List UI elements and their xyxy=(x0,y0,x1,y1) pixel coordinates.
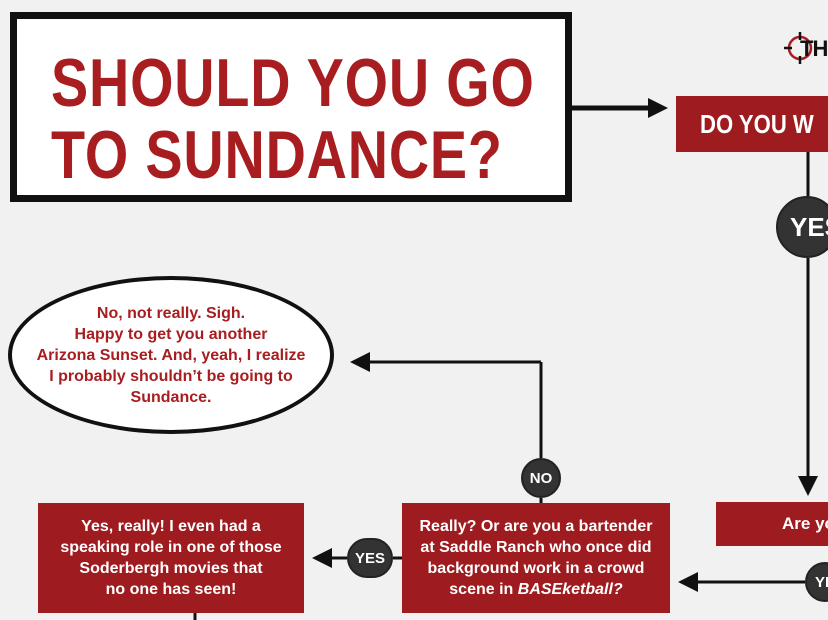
ellipse-line-1: No, not really. Sigh. xyxy=(96,304,246,322)
really-line-4-prefix: scene in xyxy=(449,581,518,598)
crosshair-logo-icon xyxy=(784,32,813,64)
yes-connector-top-label: YES xyxy=(790,211,828,242)
ellipse-line-4: I probably shouldn’t be going to xyxy=(49,367,293,385)
answer-ellipse-not-really: No, not really. Sigh. Happy to get you a… xyxy=(8,276,334,434)
title-line-1: SHOULD YOU GO xyxy=(51,45,535,121)
question-are-you-label: Are yo xyxy=(782,514,828,533)
question-do-you-want-label: DO YOU W xyxy=(700,108,814,139)
brand-logo: TH xyxy=(782,30,828,70)
answer-yes-really: Yes, really! I even had a speaking role … xyxy=(38,503,304,613)
question-really-bartender: Really? Or are you a bartender at Saddle… xyxy=(402,503,670,613)
yes-connector-top: YES xyxy=(776,196,828,258)
yes-really-line-4: no one has seen! xyxy=(105,581,237,598)
no-connector-label: NO xyxy=(529,469,553,487)
arrow-head-title-to-want xyxy=(648,98,668,118)
yes-connector-middle-label: YES xyxy=(354,549,385,567)
yes-really-line-2: speaking role in one of those xyxy=(60,539,282,556)
title-line-2: TO SUNDANCE? xyxy=(51,117,503,193)
arrow-head-left-yes-really xyxy=(312,548,332,568)
arrow-head-left-ellipse xyxy=(350,352,370,372)
question-do-you-want: DO YOU W xyxy=(676,96,828,152)
yes-really-line-3: Soderbergh movies that xyxy=(79,560,263,577)
question-are-you: Are yo xyxy=(716,502,828,546)
yes-really-line-1: Yes, really! I even had a xyxy=(81,518,261,535)
title-box: SHOULD YOU GO TO SUNDANCE? xyxy=(10,12,572,202)
page-title: SHOULD YOU GO TO SUNDANCE? xyxy=(51,47,535,191)
arrow-head-left-really xyxy=(678,572,698,592)
really-line-2: at Saddle Ranch who once did xyxy=(420,539,652,556)
ellipse-line-3: Arizona Sunset. And, yeah, I realize xyxy=(36,346,306,364)
ellipse-line-5: Sundance. xyxy=(130,388,212,406)
arrow-head-down-are-you xyxy=(798,476,818,496)
ellipse-line-2: Happy to get you another xyxy=(74,325,268,343)
logo-text: TH xyxy=(800,36,828,61)
really-line-3: background work in a crowd xyxy=(427,560,645,577)
really-line-4-italic: BASEketball? xyxy=(517,581,623,598)
yes-connector-corner-label: YE xyxy=(815,573,828,591)
really-line-1: Really? Or are you a bartender xyxy=(419,518,653,535)
yes-connector-middle: YES xyxy=(347,538,393,578)
no-connector: NO xyxy=(521,458,561,498)
